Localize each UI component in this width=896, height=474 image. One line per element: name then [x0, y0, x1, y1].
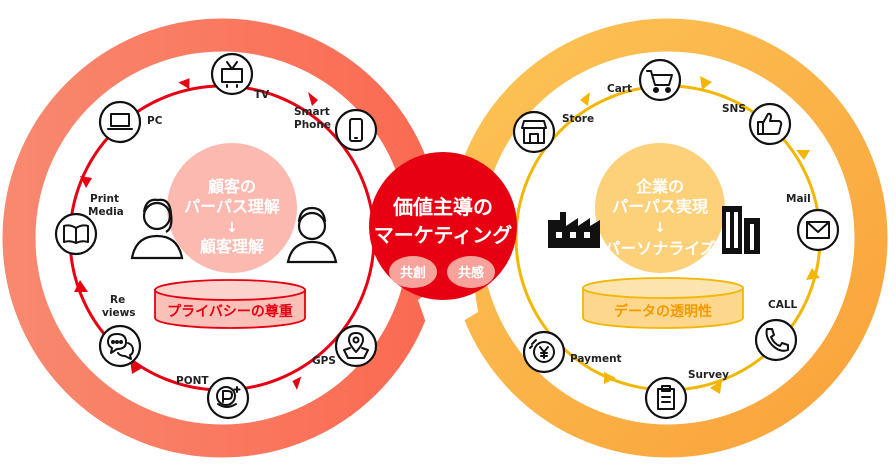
transparency-label: データの透明性 — [614, 303, 712, 320]
label-survey: Survey — [688, 369, 729, 381]
node-reviews — [98, 324, 142, 368]
node-print-media — [54, 212, 98, 256]
label-pc: PC — [147, 115, 163, 127]
laptop-icon — [107, 113, 133, 130]
node-mail — [796, 208, 840, 252]
right-center-line2: パーパス実現 — [612, 197, 708, 216]
clipboard-icon — [657, 385, 675, 410]
hub-tag-cocreation: 共創 — [400, 265, 426, 281]
factory-icon — [548, 212, 600, 248]
label-print-1: Print — [90, 193, 119, 205]
left-center-bubble — [167, 143, 297, 273]
label-store: Store — [562, 113, 594, 125]
store-icon — [521, 120, 547, 144]
label-call: CALL — [768, 299, 798, 311]
right-track-arrows — [580, 76, 820, 394]
label-reviews-2: views — [102, 307, 136, 319]
node-cart — [638, 58, 682, 102]
person-female-icon — [130, 198, 184, 260]
node-sns — [748, 102, 792, 146]
tv-icon — [221, 61, 243, 88]
node-pc — [98, 100, 142, 144]
node-store — [512, 110, 556, 154]
label-cart: Cart — [607, 83, 632, 95]
label-sns: SNS — [722, 103, 746, 115]
envelope-icon — [806, 221, 830, 239]
left-center-line2: パーパス理解 — [184, 197, 280, 216]
points-coin-icon — [216, 386, 241, 408]
label-reviews-1: Re — [110, 294, 125, 306]
node-smartphone — [334, 108, 378, 152]
map-pin-icon — [343, 332, 369, 359]
hub: 価値主導の マーケティング 共創 共感 — [369, 152, 517, 300]
label-pont: PONT — [176, 375, 209, 387]
right-center-arrow: ↓ — [654, 220, 666, 236]
yen-coin-icon — [529, 339, 555, 363]
left-center-line3: 顧客理解 — [200, 237, 264, 256]
hub-tag-empathy: 共感 — [458, 265, 484, 281]
label-tv: TV — [254, 89, 270, 101]
node-tv — [210, 52, 254, 96]
thumbs-up-icon — [757, 112, 783, 135]
node-call — [754, 318, 798, 362]
label-print-2: Media — [88, 206, 124, 218]
chat-bubbles-icon — [107, 333, 134, 360]
right-center-line3: パーソナライズ — [604, 239, 716, 258]
node-payment — [522, 330, 566, 374]
smartphone-icon — [349, 118, 363, 142]
label-mail: Mail — [786, 193, 811, 205]
person-male-icon — [286, 206, 338, 264]
transparency-cylinder: データの透明性 — [582, 277, 744, 329]
cart-icon — [646, 70, 673, 93]
right-center-bubble — [595, 143, 725, 273]
left-track-arrows — [74, 78, 318, 390]
hub-title-line2: マーケティング — [374, 223, 512, 247]
hub-title-line1: 価値主導の — [392, 195, 493, 219]
privacy-cylinder: プライバシーの尊重 — [154, 279, 306, 329]
node-gps — [334, 324, 378, 368]
left-center-arrow: ↓ — [226, 220, 238, 236]
building-icon — [722, 206, 760, 254]
privacy-label: プライバシーの尊重 — [167, 303, 293, 320]
label-smartphone-1: Smart — [294, 106, 330, 118]
node-survey — [644, 376, 688, 420]
phone-icon — [765, 328, 789, 352]
label-payment: Payment — [570, 353, 622, 365]
node-pont — [206, 376, 250, 420]
label-gps: GPS — [312, 355, 336, 367]
left-center-line1: 顧客の — [208, 177, 256, 196]
label-smartphone-2: Phone — [294, 119, 331, 131]
right-center-line1: 企業の — [635, 177, 684, 196]
book-icon — [63, 224, 89, 244]
